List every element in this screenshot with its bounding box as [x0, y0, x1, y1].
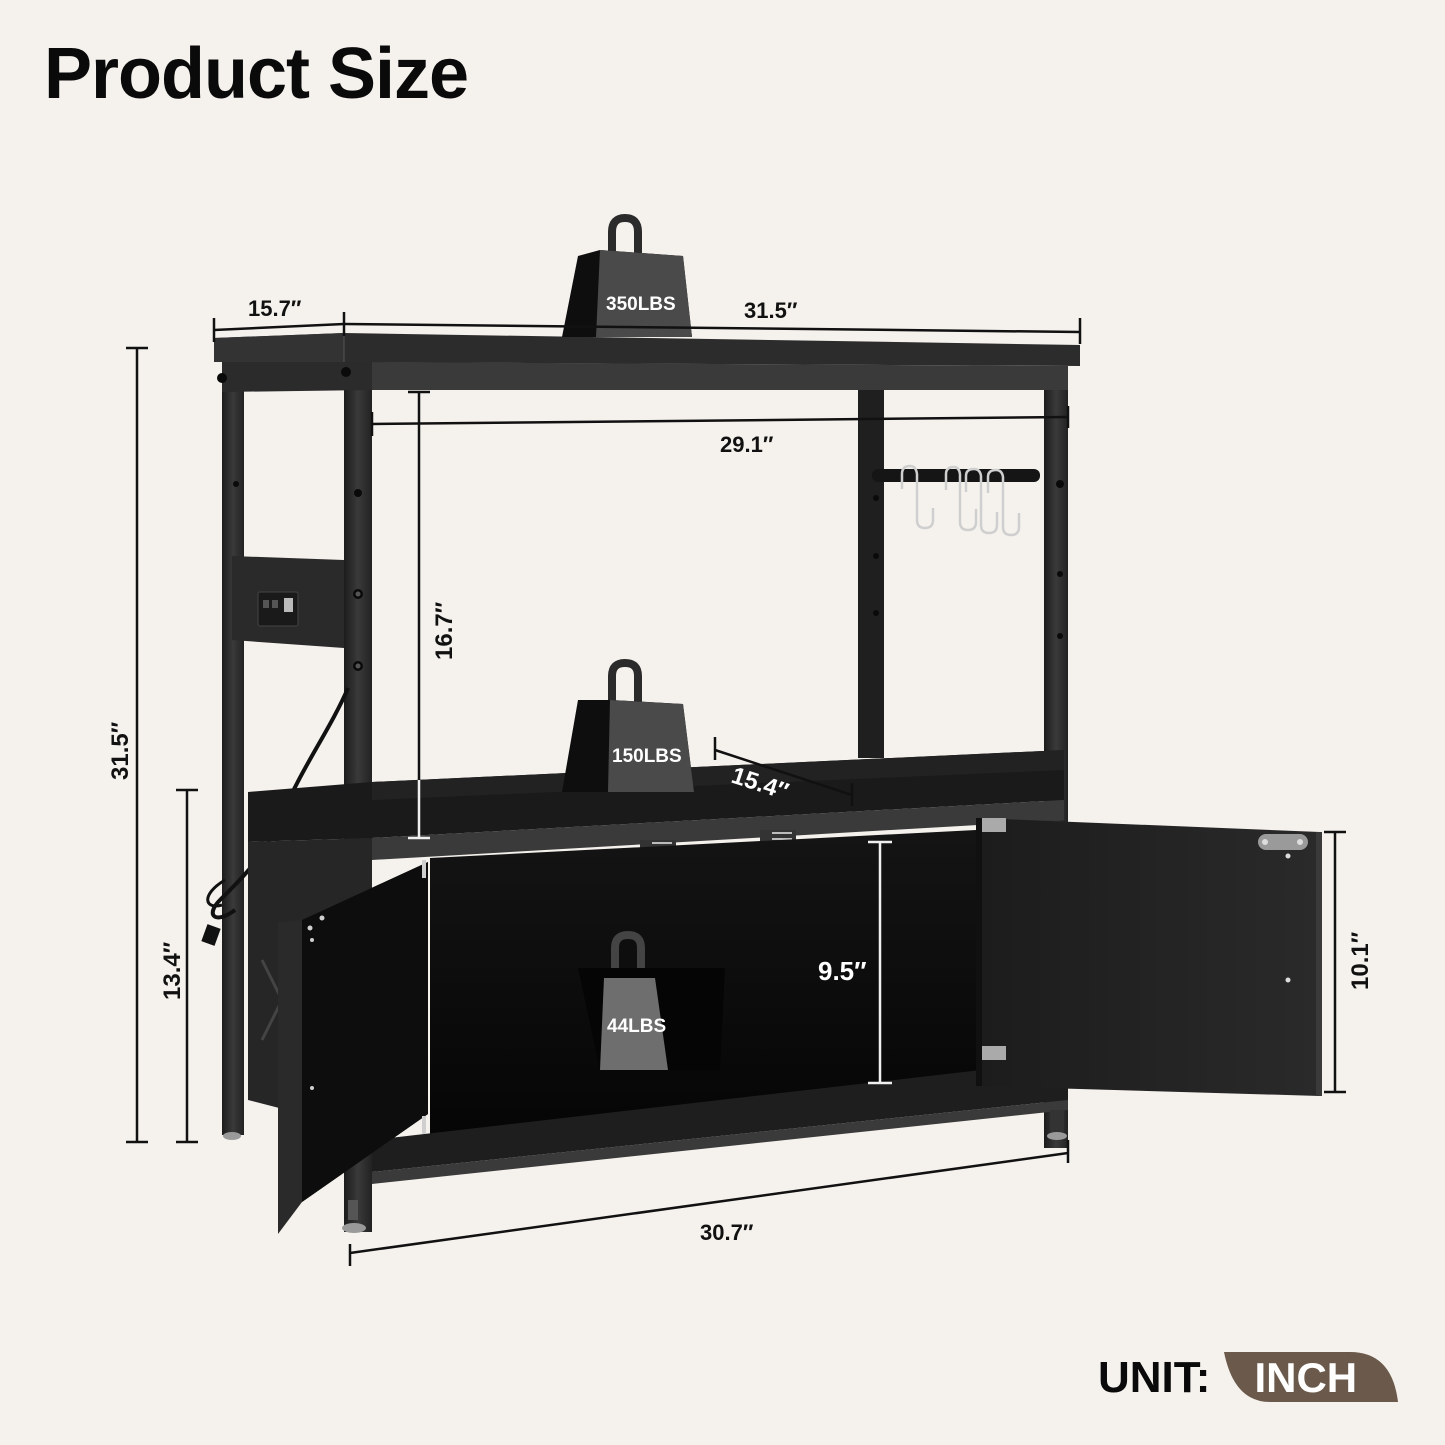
dimension-lines-light [408, 780, 892, 1085]
unit-badge: INCH [1224, 1352, 1400, 1404]
dim-door-height: 10.1″ [1347, 931, 1374, 990]
dim-cabinet-height: 13.4″ [159, 941, 186, 1000]
dim-total-height: 31.5″ [107, 721, 134, 780]
dimension-lines [126, 312, 1346, 1266]
dim-shelf-clearance: 16.7″ [431, 601, 458, 660]
unit-indicator: UNIT: INCH [1098, 1350, 1400, 1406]
middle-shelf [248, 750, 1064, 860]
unit-label: UNIT: [1098, 1353, 1211, 1402]
dim-inner-width: 29.1″ [720, 432, 774, 457]
hooks-icon [900, 464, 1021, 537]
dim-top-depth: 15.7″ [248, 296, 302, 321]
unit-badge-shape [1224, 1352, 1399, 1402]
unit-value: INCH [1254, 1354, 1358, 1401]
dim-base-width: 30.7″ [700, 1220, 754, 1245]
hook-rail [872, 469, 1040, 482]
dim-cabinet-inner-height: 9.5″ [818, 956, 867, 986]
weight-150lbs-icon [562, 658, 694, 792]
top-board [214, 333, 1080, 366]
weight-44lbs-icon [578, 930, 725, 1070]
dim-top-width: 31.5″ [744, 298, 798, 323]
right-door [976, 818, 1320, 1096]
weight-350lbs-icon [562, 213, 692, 337]
weight-label-middle: 150LBS [612, 746, 682, 767]
cabinet [223, 818, 1322, 1234]
weight-label-top: 350LBS [606, 294, 676, 315]
leveling-feet [223, 1110, 1067, 1233]
door-magnet [1258, 834, 1308, 850]
page-title: Product Size [44, 34, 469, 114]
weight-label-cabinet: 44LBS [607, 1016, 666, 1037]
